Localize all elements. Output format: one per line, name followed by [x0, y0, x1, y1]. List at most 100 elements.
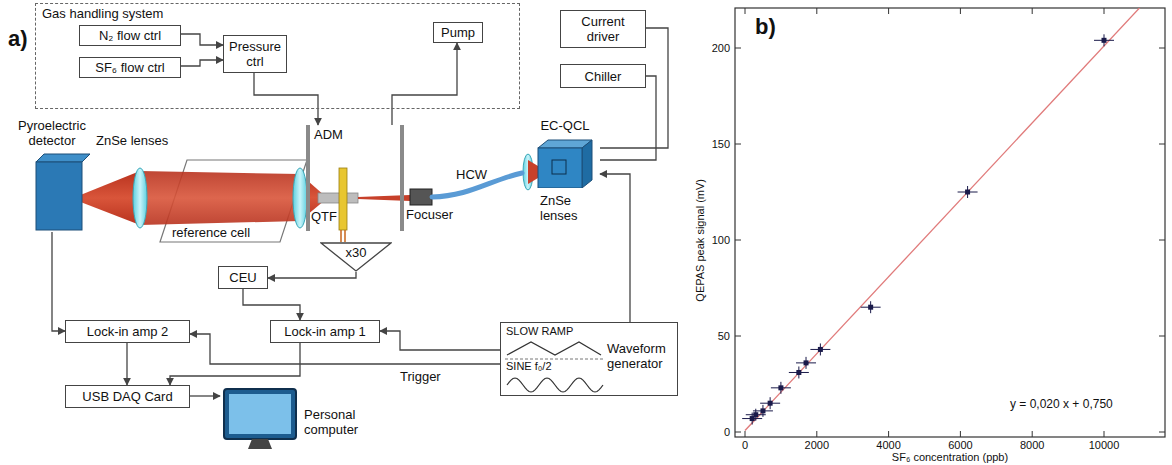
laser-window — [552, 160, 566, 174]
qtf-lead — [344, 230, 346, 242]
plate-front — [36, 162, 82, 230]
amplifier-outline — [321, 243, 391, 271]
component-label: EC-QCL — [530, 118, 600, 133]
x-tick — [1032, 8, 1033, 14]
data-point — [868, 305, 873, 310]
connector — [380, 331, 500, 350]
data-point — [760, 408, 765, 413]
connector — [392, 43, 457, 125]
qtf-lead — [340, 230, 342, 242]
axis-title: QEPAS peak signal (mV) — [694, 179, 707, 302]
node-box: Pressure ctrl — [223, 35, 287, 73]
y-tick — [1159, 336, 1165, 337]
connector — [52, 232, 65, 331]
data-point — [1102, 38, 1107, 43]
y-tick — [1159, 432, 1165, 433]
tick-label: 10000 — [1089, 439, 1120, 452]
znse-lens — [293, 168, 307, 228]
connector — [254, 73, 318, 125]
data-point — [753, 412, 758, 417]
group-title: Gas handling system — [42, 6, 163, 21]
focuser — [410, 189, 432, 205]
node-box: CEU — [218, 266, 268, 289]
y-tick — [1159, 144, 1165, 145]
fit-line — [745, 8, 1160, 431]
box-label: Pump — [441, 25, 475, 40]
component-label: Pyroelectric detector — [8, 118, 96, 148]
ramp-wave — [507, 342, 601, 355]
data-point — [965, 190, 970, 195]
divider — [505, 359, 603, 360]
node-box: N₂ flow ctrl — [79, 25, 181, 46]
x-tick — [888, 431, 889, 437]
computer-label: Personal computer — [304, 407, 388, 437]
connector — [181, 34, 223, 45]
node-box: USB DAQ Card — [65, 385, 190, 408]
lens-label: ZnSe lenses — [96, 134, 168, 149]
node-wave: SLOW RAMPSINE f₀/2Waveform generator — [500, 322, 678, 396]
quartz-tuning-fork — [339, 168, 347, 230]
part-label: QTF — [311, 210, 337, 225]
signal-label: Trigger — [400, 370, 441, 385]
data-point — [796, 370, 801, 375]
monitor — [224, 389, 296, 439]
connector — [600, 76, 656, 160]
node-box: Lock-in amp 1 — [270, 320, 380, 343]
waveform-label: SLOW RAMP — [506, 325, 573, 338]
stand — [248, 439, 272, 449]
node-tri: x30 — [320, 242, 392, 272]
x-tick — [1104, 8, 1105, 14]
plate-top — [36, 154, 90, 162]
fit-equation: y = 0,020 x + 0,750 — [1010, 398, 1113, 412]
cube-front — [538, 148, 582, 188]
data-point — [778, 385, 783, 390]
data-point — [818, 347, 823, 352]
node-box: Lock-in amp 2 — [65, 320, 190, 343]
cube-side — [582, 140, 592, 188]
tick-label: 2000 — [805, 439, 829, 452]
sine-wave — [507, 378, 603, 392]
cell-label: reference cell — [172, 226, 250, 241]
generator-label: Waveform generator — [607, 341, 675, 371]
y-tick — [735, 336, 741, 337]
node-box: Chiller — [560, 64, 646, 88]
znse-lens — [133, 168, 147, 228]
y-tick — [1159, 240, 1165, 241]
part-label: HCW — [456, 168, 487, 183]
node-box: Current driver — [560, 10, 646, 48]
tick-label: 0 — [724, 426, 730, 439]
tick-label: 100 — [712, 234, 730, 247]
panel-letter: b) — [755, 14, 776, 39]
x-tick — [888, 8, 889, 14]
box-label: USB DAQ Card — [82, 389, 172, 404]
y-tick — [735, 144, 741, 145]
x-tick — [745, 8, 746, 14]
box-label: CEU — [229, 270, 256, 285]
connector — [600, 174, 630, 322]
panel-letter: a) — [8, 26, 28, 51]
x-tick — [960, 8, 961, 14]
part-label: Focuser — [406, 208, 453, 223]
tick-label: 6000 — [948, 439, 972, 452]
laser-beam — [528, 160, 538, 184]
node-qcl: EC-QCL — [530, 118, 600, 188]
node-pc: Personal computer — [220, 383, 390, 455]
x-tick — [816, 8, 817, 14]
box-label: Current driver — [564, 14, 642, 44]
cell-label: ADM — [314, 127, 343, 142]
y-tick — [735, 240, 741, 241]
data-point — [768, 401, 773, 406]
tick-label: 150 — [712, 138, 730, 151]
x-tick — [1104, 431, 1105, 437]
gain-label: x30 — [320, 245, 392, 260]
connector — [268, 272, 356, 278]
connector — [181, 60, 223, 66]
box-label: N₂ flow ctrl — [99, 28, 161, 43]
x-tick — [816, 431, 817, 437]
tick-label: 50 — [718, 330, 730, 343]
lens-label: ZnSe lenses — [540, 194, 580, 224]
x-tick — [745, 431, 746, 437]
node-det: Pyroelectric detector — [8, 118, 96, 232]
y-tick — [735, 432, 741, 433]
plot-frame — [735, 8, 1165, 437]
